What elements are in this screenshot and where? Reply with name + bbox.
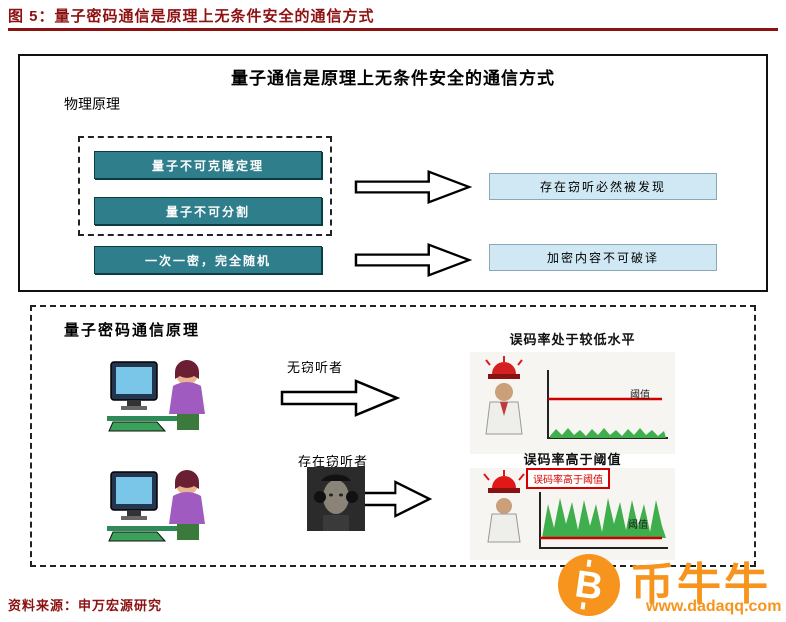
principles-panel: 量子通信是原理上无条件安全的通信方式 物理原理 量子不可克隆定理 量子不可分割 … xyxy=(18,54,768,292)
high-error-chart-title: 误码率高于阈值 xyxy=(523,452,622,467)
caption-divider xyxy=(8,28,778,31)
threshold-label: 阈值 xyxy=(630,390,650,401)
coin-logo-icon: B xyxy=(556,552,622,618)
right-arrow-icon xyxy=(354,242,473,278)
quantum-properties-group xyxy=(78,136,332,236)
physics-principle-label: 物理原理 xyxy=(64,98,120,113)
sender-workstation-illustration xyxy=(105,352,215,437)
coin-symbol: B xyxy=(572,563,605,608)
watermark-url: www.dadaqq.com xyxy=(646,598,782,615)
low-error-chart-title: 误码率处于较低水平 xyxy=(509,332,636,347)
eavesdropper-photo xyxy=(307,467,365,531)
right-arrow-icon xyxy=(354,169,473,205)
watermark-brand: 币牛牛 xyxy=(630,560,771,609)
threshold-label: 阈值 xyxy=(628,520,648,531)
principle-box-indivisible: 量子不可分割 xyxy=(94,197,322,225)
sender-workstation-illustration xyxy=(105,462,215,547)
result-box-eavesdrop-detected: 存在窃听必然被发现 xyxy=(489,173,717,200)
principle-box-one-time-pad: 一次一密，完全随机 xyxy=(94,246,322,274)
result-box-unbreakable: 加密内容不可破译 xyxy=(489,244,717,271)
figure-caption: 图 5：量子密码通信是原理上无条件安全的通信方式 xyxy=(8,8,375,25)
panel-title: 量子通信是原理上无条件安全的通信方式 xyxy=(231,69,555,88)
protocol-title: 量子密码通信原理 xyxy=(64,323,201,339)
high-error-rate-chart: 误码率高于阈值 阈值 xyxy=(470,468,675,560)
data-source-note: 资料来源：申万宏源研究 xyxy=(8,598,163,613)
protocol-panel: 量子密码通信原理 无窃听者 误码率处于较低水平 xyxy=(30,305,756,567)
low-error-rate-chart: 阈值 xyxy=(470,352,675,454)
no-eavesdropper-label: 无窃听者 xyxy=(287,360,344,375)
eavesdropper-present-label: 存在窃听者 xyxy=(298,454,369,469)
high-error-annotation: 误码率高于阈值 xyxy=(526,468,610,489)
right-arrow-icon xyxy=(280,378,401,418)
principle-box-no-cloning: 量子不可克隆定理 xyxy=(94,151,322,179)
